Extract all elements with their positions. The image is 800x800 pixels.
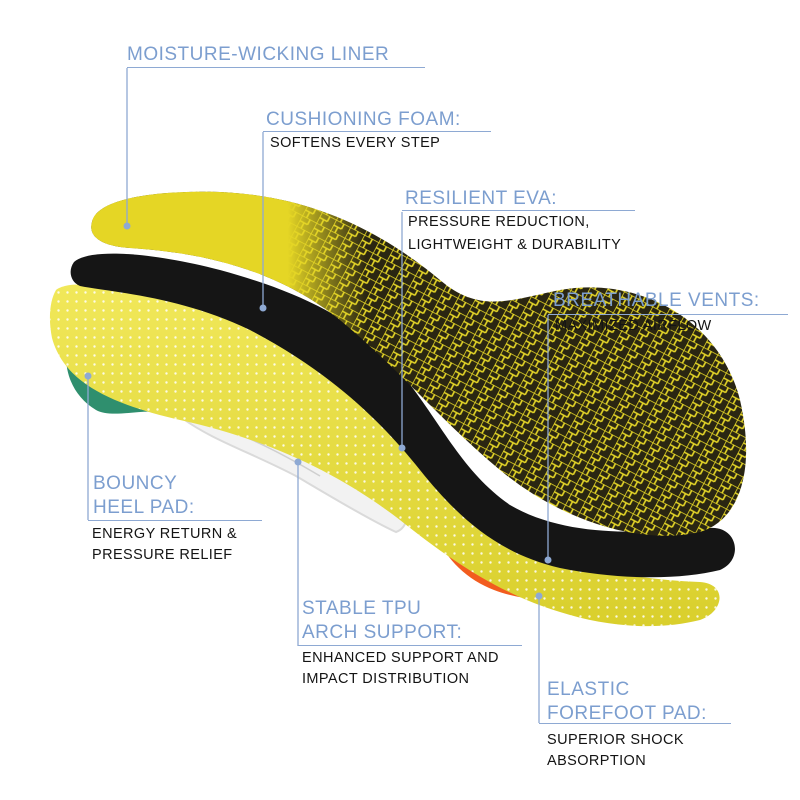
callout-tpu: STABLE TPU ARCH SUPPORT: (302, 598, 462, 644)
callout-heel-title-1: BOUNCY (93, 473, 178, 494)
callout-tpu-title-2: ARCH SUPPORT: (302, 622, 463, 643)
callout-tpu-title-1: STABLE TPU (302, 598, 422, 619)
callout-eva-title: RESILIENT EVA: (405, 188, 558, 209)
eva-layer-shape (49, 284, 720, 627)
top-liner-shape (91, 191, 747, 536)
callout-foam-desc: SOFTENS EVERY STEP (270, 135, 441, 151)
callout-forefoot-title-2: FOREFOOT PAD: (547, 703, 707, 724)
callout-heel-desc: ENERGY RETURN & PRESSURE RELIEF (92, 526, 238, 563)
callout-forefoot-underline (539, 723, 731, 724)
callout-eva-desc: PRESSURE REDUCTION, LIGHTWEIGHT & DURABI… (408, 214, 622, 253)
foam-layer-shape (70, 253, 735, 578)
callout-eva-underline (402, 210, 635, 211)
callout-heel-title-2: HEEL PAD: (93, 497, 195, 518)
callout-liner: MOISTURE-WICKING LINER (127, 44, 389, 66)
callout-forefoot: ELASTIC FOREFOOT PAD: (547, 679, 707, 725)
callout-vents: BREATHABLE VENTS: (553, 290, 760, 312)
leader-dots (84, 222, 552, 600)
callout-foam-underline (263, 131, 491, 132)
callout-liner-title: MOISTURE-WICKING LINER (127, 44, 390, 65)
callout-forefoot-title-1: ELASTIC (547, 679, 630, 700)
callout-vents-title: BREATHABLE VENTS: (553, 290, 760, 311)
callout-vents-desc: MAXIMIZED AIRFLOW (555, 318, 712, 334)
callout-forefoot-desc: SUPERIOR SHOCK ABSORPTION (547, 732, 684, 769)
callout-heel: BOUNCY HEEL PAD: (93, 473, 195, 519)
leader-lines (87, 68, 549, 723)
callout-foam-title: CUSHIONING FOAM: (266, 109, 461, 130)
callout-tpu-desc: ENHANCED SUPPORT AND IMPACT DISTRIBUTION (302, 650, 499, 687)
callout-vents-underline (548, 314, 788, 315)
callout-heel-underline (88, 520, 262, 521)
callout-liner-underline (127, 67, 425, 68)
callout-eva: RESILIENT EVA: (405, 188, 557, 210)
callout-foam: CUSHIONING FOAM: (266, 109, 461, 131)
callout-tpu-underline (298, 645, 522, 646)
